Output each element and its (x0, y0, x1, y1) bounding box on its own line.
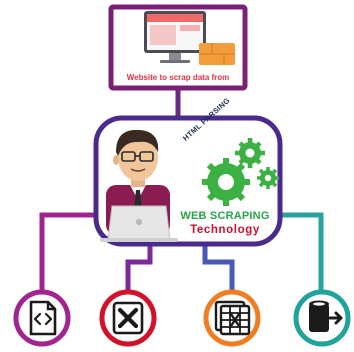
monitor-icon (144, 11, 206, 63)
technology-subtitle: Technology (190, 224, 260, 236)
gears-icon (202, 138, 279, 206)
output-excel-file (99, 289, 157, 347)
excel-file-icon (112, 301, 144, 335)
spreadsheet-icon (214, 300, 251, 336)
web-scraping-box (93, 115, 283, 247)
connector-lines (39, 85, 324, 295)
output-spreadsheet (203, 289, 261, 347)
output-database-export (293, 289, 351, 347)
code-file-icon (29, 300, 57, 336)
database-export-icon (309, 300, 343, 332)
laptop-icon (100, 205, 178, 242)
website-label: Website to scrap data from (126, 73, 230, 82)
website-box (108, 4, 248, 91)
web-scraping-title: WEB SCRAPING (180, 210, 270, 222)
output-code-file (13, 289, 71, 347)
brick-icon (199, 43, 235, 65)
